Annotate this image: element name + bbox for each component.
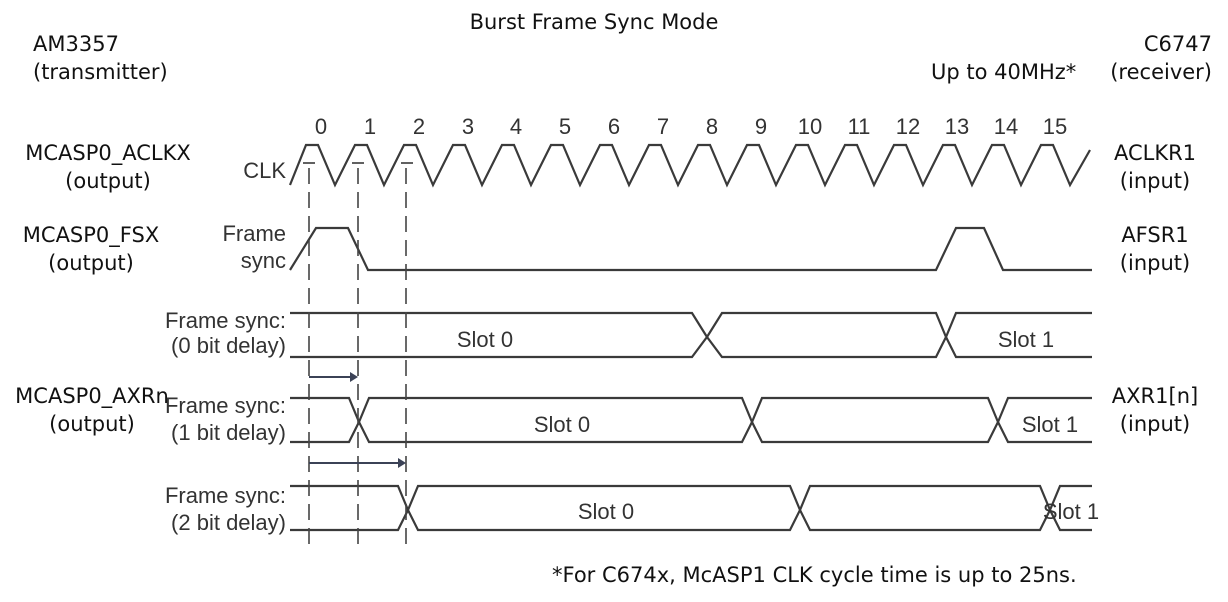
left-device-role: (transmitter) <box>33 60 168 84</box>
slot-label: Slot 1 <box>1043 499 1099 524</box>
signal-afsr1-dir: (input) <box>1119 251 1191 275</box>
delay-arrow-2bit <box>309 458 406 468</box>
data-bus-2-delay <box>290 484 1092 532</box>
diagram-title: Burst Frame Sync Mode <box>469 10 719 34</box>
frame-sync-label-2: sync <box>241 248 286 273</box>
signal-axrn-name: MCASP0_AXRn <box>15 384 169 408</box>
signal-aclkr1-dir: (input) <box>1119 169 1191 193</box>
cycle-number: 9 <box>755 114 767 139</box>
cycle-number: 2 <box>413 114 425 139</box>
clk-label: CLK <box>243 158 286 183</box>
left-device-name: AM3357 <box>33 32 119 56</box>
signal-axrn-dir: (output) <box>49 412 135 436</box>
slot-label: Slot 1 <box>1022 412 1078 437</box>
signal-aclkx-dir: (output) <box>65 169 151 193</box>
data-bus-1-delay <box>290 396 1092 444</box>
cycle-number: 7 <box>657 114 669 139</box>
signal-fsx-name: MCASP0_FSX <box>22 223 160 247</box>
data-bus-0-delay <box>290 311 1092 359</box>
fs2-label-1: Frame sync: <box>165 483 286 508</box>
signal-axr1-name: AXR1[n] <box>1111 384 1199 408</box>
cycle-number: 14 <box>994 114 1018 139</box>
signal-afsr1-name: AFSR1 <box>1121 223 1189 247</box>
signal-fsx-dir: (output) <box>48 251 134 275</box>
signal-aclkx-name: MCASP0_ACLKX <box>25 141 191 165</box>
signal-axr1-dir: (input) <box>1119 412 1191 436</box>
cycle-number: 0 <box>315 114 327 139</box>
cycle-number: 6 <box>608 114 620 139</box>
cycle-number: 4 <box>510 114 522 139</box>
fs0-label-1: Frame sync: <box>165 308 286 333</box>
footnote: *For C674x, McASP1 CLK cycle time is up … <box>552 563 1077 587</box>
right-device-role: (receiver) <box>1110 60 1212 84</box>
slot-label: Slot 0 <box>578 499 634 524</box>
fs1-label-2: (1 bit delay) <box>171 420 286 445</box>
signal-aclkr1-name: ACLKR1 <box>1113 141 1197 165</box>
clock-waveform <box>288 143 1091 188</box>
bit-guides <box>308 168 407 545</box>
cycle-number: 12 <box>896 114 920 139</box>
cycle-number: 15 <box>1043 114 1067 139</box>
cycle-number: 8 <box>706 114 718 139</box>
delay-arrow-1bit <box>309 372 358 382</box>
cycle-numbers: 0 1 2 3 4 5 6 7 8 9 10 11 12 13 14 15 <box>315 114 1067 139</box>
frame-sync-waveform <box>289 226 1092 272</box>
cycle-number: 5 <box>559 114 571 139</box>
cycle-number: 3 <box>462 114 474 139</box>
clock-rate-note: Up to 40MHz* <box>931 60 1077 84</box>
cycle-number: 13 <box>945 114 969 139</box>
fs1-label-1: Frame sync: <box>165 393 286 418</box>
cycle-number: 11 <box>848 114 871 139</box>
fs2-label-2: (2 bit delay) <box>171 510 286 535</box>
fs0-label-2: (0 bit delay) <box>171 333 286 358</box>
slot-label: Slot 0 <box>534 412 590 437</box>
frame-sync-label-1: Frame <box>222 221 286 246</box>
cycle-number: 10 <box>798 114 822 139</box>
slot-label: Slot 1 <box>998 327 1054 352</box>
cycle-number: 1 <box>364 114 376 139</box>
right-device-name: C6747 <box>1143 32 1212 56</box>
slot-label: Slot 0 <box>457 327 513 352</box>
